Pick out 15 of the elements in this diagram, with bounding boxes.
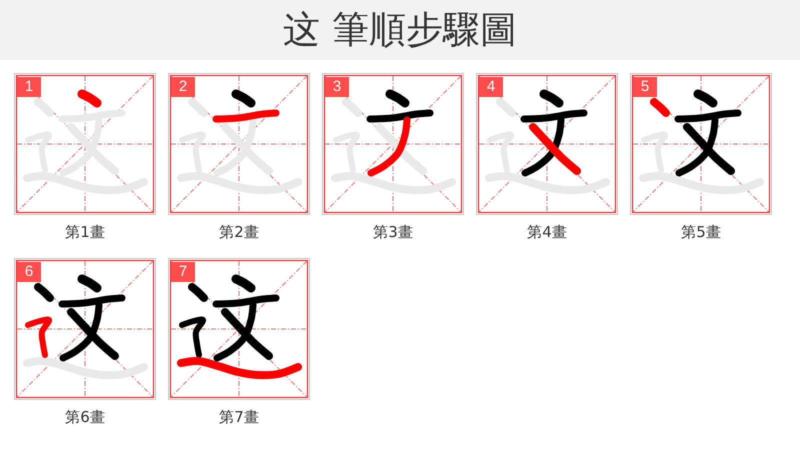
step-number: 3 <box>325 77 349 97</box>
stroke-caption: 第3畫 <box>372 222 414 242</box>
step-number: 1 <box>17 77 41 97</box>
stroke-caption: 第4畫 <box>526 222 568 242</box>
step-number: 6 <box>17 262 41 282</box>
stroke-caption: 第6畫 <box>64 407 106 427</box>
stroke-caption: 第7畫 <box>218 407 260 427</box>
page-title: 这 筆順步驟圖 <box>0 0 800 60</box>
step-number: 4 <box>479 77 503 97</box>
stroke-caption: 第2畫 <box>218 222 260 242</box>
step-number: 5 <box>633 77 657 97</box>
stroke-caption: 第1畫 <box>64 222 106 242</box>
stroke-caption: 第5畫 <box>680 222 722 242</box>
step-number: 2 <box>171 77 195 97</box>
step-number: 7 <box>171 262 195 282</box>
